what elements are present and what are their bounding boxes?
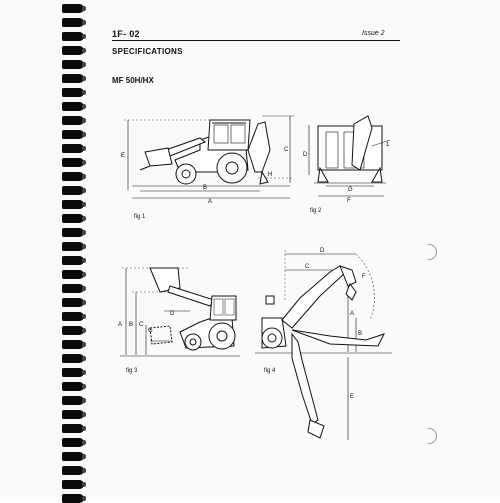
binding-ring <box>62 228 86 237</box>
model-name: MF 50H/HX <box>112 76 154 85</box>
fig2-labels: D G F 1 <box>303 142 390 204</box>
fig2-label-g: G <box>348 187 353 193</box>
binding-ring <box>62 102 86 111</box>
binding-ring <box>62 270 86 279</box>
issue-label: Issue 2 <box>362 30 385 37</box>
header-rule <box>112 40 400 41</box>
binding-ring <box>62 340 86 349</box>
fig3-label-d: D <box>170 311 175 317</box>
binding-ring <box>62 158 86 167</box>
binding-ring <box>62 74 86 83</box>
binding-ring <box>62 144 86 153</box>
fig4-label-e: E <box>350 394 354 400</box>
fig2-label-f: F <box>347 198 351 204</box>
binding-ring <box>62 326 86 335</box>
binding-ring <box>62 424 86 433</box>
binding-ring <box>62 284 86 293</box>
fig3-label-b: B <box>129 322 133 328</box>
fig4-caption: fig 4 <box>264 368 276 374</box>
fig3-label-a: A <box>118 322 122 328</box>
binding-ring <box>62 396 86 405</box>
binding-ring <box>62 214 86 223</box>
binding-ring <box>62 32 86 41</box>
fig1-drawing <box>124 115 294 199</box>
fig3-caption: fig 3 <box>126 368 138 374</box>
binding-ring <box>62 4 86 13</box>
binding-ring <box>62 242 86 251</box>
fig3-drawing <box>120 267 240 357</box>
binding-ring <box>62 466 86 475</box>
page-title: SPECIFICATIONS <box>112 47 183 56</box>
binding-ring <box>62 312 86 321</box>
binding-ring <box>62 382 86 391</box>
fig2-caption: fig 2 <box>310 208 322 214</box>
fig1-caption: fig 1 <box>134 214 146 220</box>
binding-ring <box>62 18 86 27</box>
binding-ring <box>62 130 86 139</box>
section-number: 1F- 02 <box>112 29 140 39</box>
fig4-label-d: D <box>320 248 325 254</box>
binding-ring <box>62 46 86 55</box>
fig4-label-f: F <box>362 274 366 280</box>
fig1-label-c: C <box>284 147 289 153</box>
binding-ring <box>62 494 86 503</box>
binding-ring <box>62 368 86 377</box>
fig2-label-1: 1 <box>386 142 390 148</box>
binding-ring <box>62 60 86 69</box>
fig1-label-e: E <box>121 153 125 159</box>
binding-ring <box>62 298 86 307</box>
binding-ring <box>62 354 86 363</box>
binding-ring <box>62 410 86 419</box>
fig1-label-b: B <box>203 185 207 191</box>
binding-ring <box>62 186 86 195</box>
fig1-labels: E B A C H <box>121 147 289 205</box>
binding-ring <box>62 88 86 97</box>
fig1-label-h: H <box>268 172 272 178</box>
binding-ring <box>62 256 86 265</box>
fig2-label-d: D <box>303 152 308 158</box>
fig3-labels: A B C G D <box>118 311 175 334</box>
fig2-drawing <box>308 115 391 197</box>
binding-ring <box>62 452 86 461</box>
binding-ring <box>62 438 86 447</box>
fig4-label-a: A <box>350 311 354 317</box>
fig4-drawing <box>255 250 392 440</box>
fig3-label-c: C <box>139 322 144 328</box>
fig4-labels: D C F A B E <box>305 248 366 400</box>
fig3-label-g: G <box>148 328 153 334</box>
fig4-label-c: C <box>305 264 310 270</box>
binding-ring <box>62 200 86 209</box>
binding-ring <box>62 116 86 125</box>
binding-ring <box>62 480 86 489</box>
fig4-label-b: B <box>358 331 362 337</box>
fig1-label-a: A <box>208 199 212 205</box>
binding-ring <box>62 172 86 181</box>
